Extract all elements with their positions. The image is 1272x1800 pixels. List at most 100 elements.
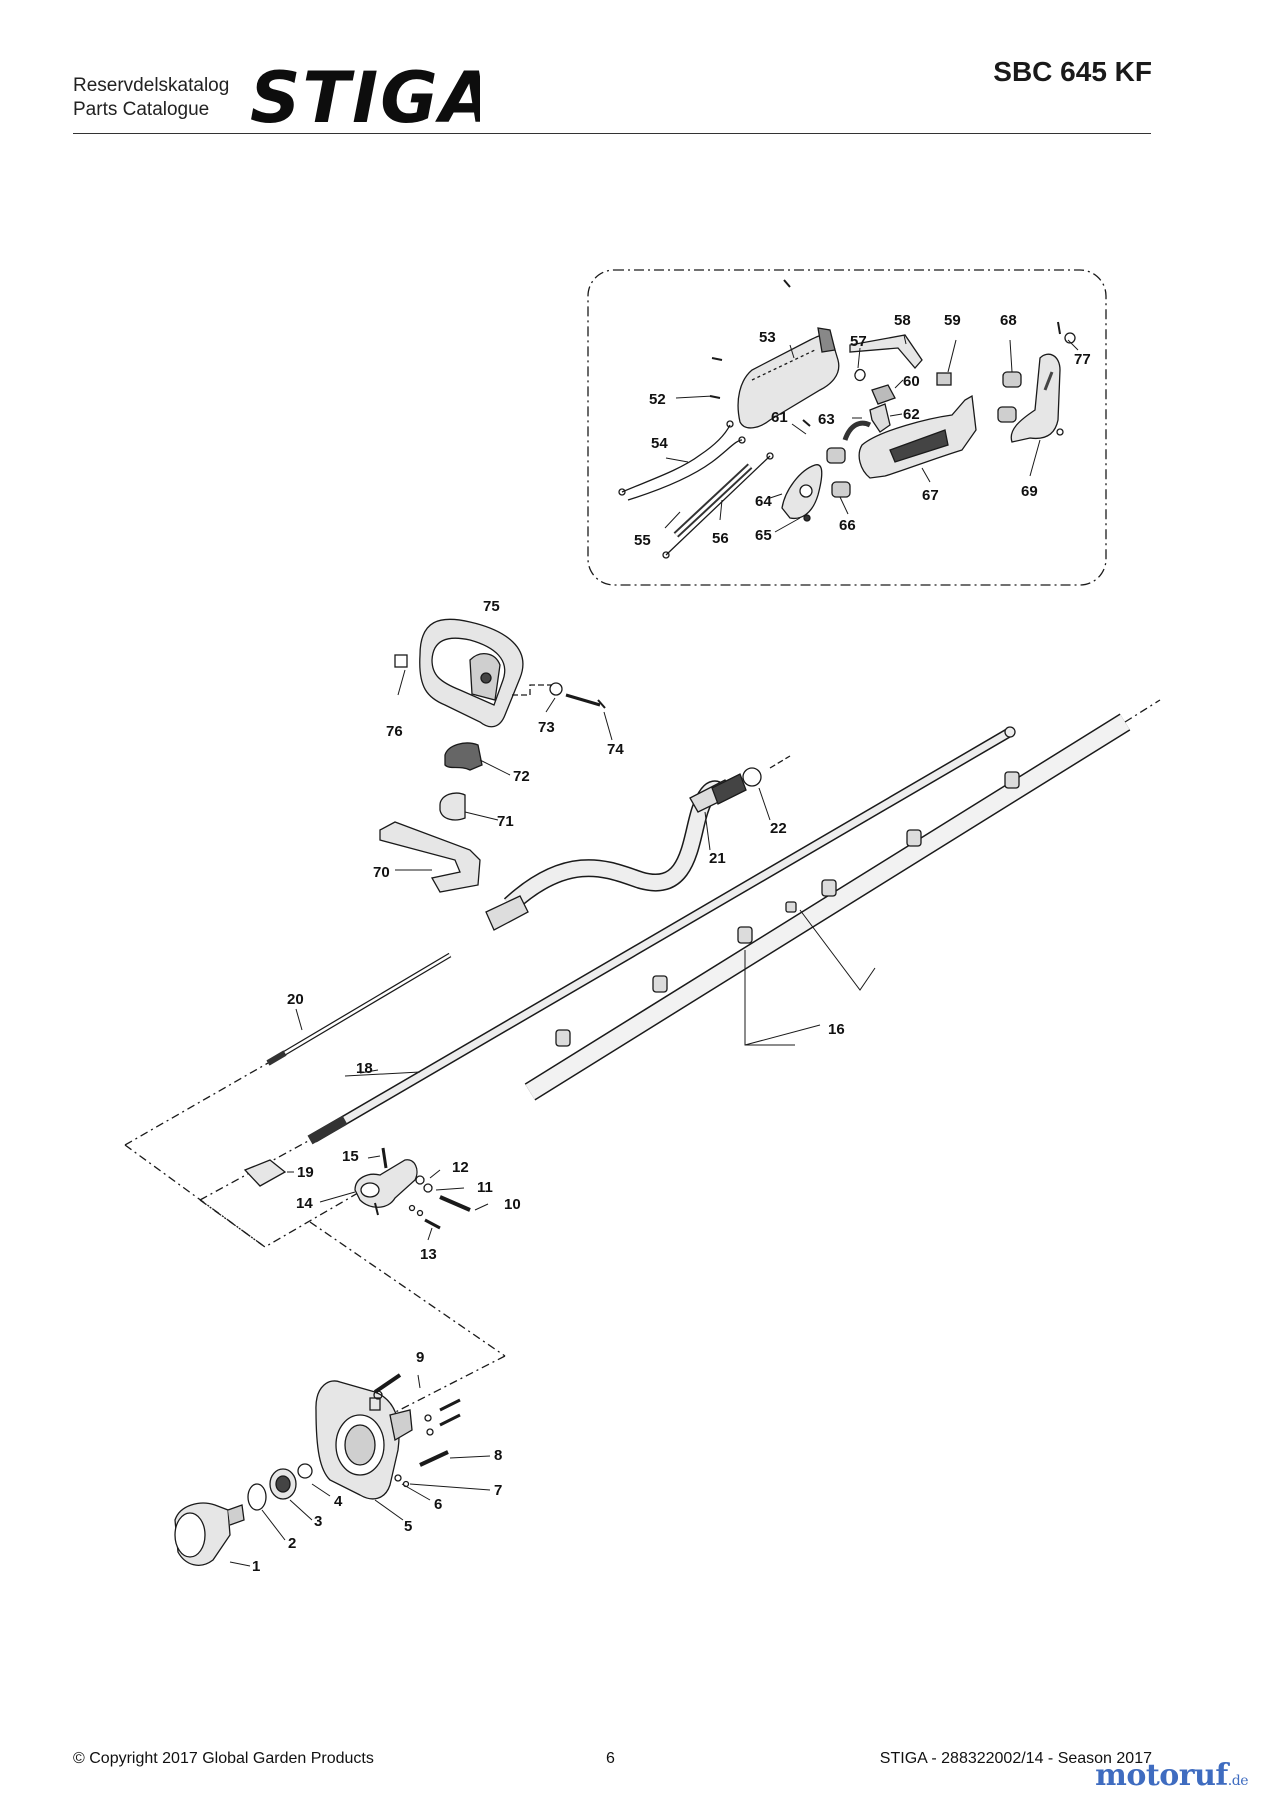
stiga-logo-text: STIGA bbox=[250, 64, 480, 128]
part-bearing-3 bbox=[269, 1468, 297, 1500]
callout-77: 77 bbox=[1074, 351, 1091, 368]
callout-75: 75 bbox=[483, 598, 500, 615]
callout-58: 58 bbox=[894, 312, 911, 329]
part-cover-64-hole bbox=[799, 484, 813, 498]
part-washer-12 bbox=[415, 1175, 425, 1185]
screws-52 bbox=[709, 279, 811, 427]
part-63 bbox=[842, 420, 872, 441]
part-screw-69 bbox=[1056, 428, 1064, 436]
catalog-title-sv: Reservdelskatalog bbox=[73, 75, 230, 96]
callout-9: 9 bbox=[416, 1349, 424, 1366]
callout-20: 20 bbox=[287, 991, 304, 1008]
callout-8: 8 bbox=[494, 1447, 502, 1464]
part-bushings-16 bbox=[555, 771, 1020, 1047]
part-washer-73 bbox=[549, 682, 563, 696]
callout-69: 69 bbox=[1021, 483, 1038, 500]
callout-63: 63 bbox=[818, 411, 835, 428]
watermark-logo: motoruf.de bbox=[1095, 1758, 1248, 1793]
part-circlip-4 bbox=[297, 1463, 313, 1479]
watermark-name: motoruf bbox=[1095, 1758, 1228, 1793]
callout-68: 68 bbox=[1000, 312, 1017, 329]
callout-12: 12 bbox=[452, 1159, 469, 1176]
footer-copyright: © Copyright 2017 Global Garden Products bbox=[73, 1750, 374, 1767]
callout-55: 55 bbox=[634, 532, 651, 549]
callout-62: 62 bbox=[903, 406, 920, 423]
catalog-title-en: Parts Catalogue bbox=[73, 99, 210, 120]
callout-16: 16 bbox=[828, 1021, 845, 1038]
part-washer-8a bbox=[424, 1414, 432, 1422]
assembly-line-e bbox=[309, 1221, 506, 1357]
callout-2: 2 bbox=[288, 1535, 296, 1552]
header-rule bbox=[73, 133, 1151, 134]
part-bolt-10 bbox=[439, 1195, 471, 1212]
footer-document-id: STIGA - 288322002/14 - Season 2017 bbox=[879, 1750, 1152, 1767]
part-screw-8 bbox=[419, 1450, 449, 1467]
part-screw-8b bbox=[439, 1413, 461, 1427]
part-inner-shaft-20 bbox=[266, 952, 452, 1066]
part-washer-11 bbox=[423, 1183, 433, 1193]
part-screw-77 bbox=[1057, 321, 1061, 335]
part-sleeve-9 bbox=[369, 1397, 381, 1411]
watermark-tld: .de bbox=[1227, 1773, 1249, 1789]
part-lever-58 bbox=[849, 334, 923, 369]
callout-70: 70 bbox=[373, 864, 390, 881]
part-bolt-9 bbox=[373, 1373, 402, 1394]
callout-56: 56 bbox=[712, 530, 729, 547]
part-nut-65 bbox=[803, 514, 811, 522]
part-spring-55 bbox=[673, 463, 753, 538]
part-coupling-19 bbox=[243, 1159, 287, 1187]
part-clutch-drum-1 bbox=[174, 1502, 245, 1566]
callout-7: 7 bbox=[494, 1482, 502, 1499]
callout-72: 72 bbox=[513, 768, 530, 785]
callout-21: 21 bbox=[709, 850, 726, 867]
callout-59: 59 bbox=[944, 312, 961, 329]
callout-4: 4 bbox=[334, 1493, 343, 1510]
part-nut-13b bbox=[416, 1209, 424, 1217]
callout-11: 11 bbox=[477, 1179, 493, 1196]
callout-64: 64 bbox=[755, 493, 772, 510]
callout-19: 19 bbox=[297, 1164, 314, 1181]
part-bolt-74 bbox=[565, 693, 601, 707]
assembly-line-b bbox=[124, 1144, 266, 1248]
part-bushing-68a bbox=[1002, 371, 1022, 388]
callout-52: 52 bbox=[649, 391, 666, 408]
handle-inset-frame bbox=[587, 269, 1107, 586]
callout-5: 5 bbox=[404, 1518, 412, 1535]
callout-73: 73 bbox=[538, 719, 555, 736]
callout-53: 53 bbox=[759, 329, 776, 346]
assembly-line-a bbox=[124, 1062, 269, 1146]
callout-76: 76 bbox=[386, 723, 403, 740]
part-ring-77 bbox=[1064, 332, 1076, 344]
catalog-title: Reservdelskatalog Parts Catalogue bbox=[73, 74, 229, 122]
callout-14: 14 bbox=[296, 1195, 313, 1212]
stiga-logo: STIGA bbox=[250, 64, 480, 128]
model-name: SBC 645 KF bbox=[993, 56, 1152, 87]
callout-65: 65 bbox=[755, 527, 772, 544]
callout-71: 71 bbox=[497, 813, 514, 830]
part-washer-8b bbox=[426, 1428, 434, 1436]
part-cable-harness bbox=[618, 420, 746, 501]
part-bushing-68b bbox=[997, 406, 1017, 423]
assembly-line-c bbox=[199, 1139, 311, 1201]
part-screw-15 bbox=[381, 1147, 388, 1169]
part-ring-2 bbox=[247, 1483, 267, 1511]
part-76 bbox=[394, 654, 408, 668]
part-oring-22 bbox=[742, 767, 762, 787]
part-throttle-cable-56 bbox=[662, 452, 774, 559]
inset-leaders bbox=[664, 334, 1079, 533]
callout-10: 10 bbox=[504, 1196, 521, 1213]
part-handle-67 bbox=[858, 394, 977, 479]
part-screw-13 bbox=[424, 1218, 441, 1230]
part-handle-half-69 bbox=[1010, 353, 1061, 443]
callout-74: 74 bbox=[607, 741, 624, 758]
part-screw-8a bbox=[439, 1398, 461, 1412]
part-60 bbox=[871, 384, 896, 405]
part-loop-handle-75 bbox=[419, 618, 524, 728]
loop-handle-bolt-line bbox=[512, 684, 552, 696]
callout-13: 13 bbox=[420, 1246, 437, 1263]
part-bracket-70 bbox=[379, 821, 481, 893]
part-washer-9a bbox=[373, 1390, 383, 1400]
part-clamp-72 bbox=[444, 742, 483, 771]
part-washer-7 bbox=[394, 1474, 402, 1482]
